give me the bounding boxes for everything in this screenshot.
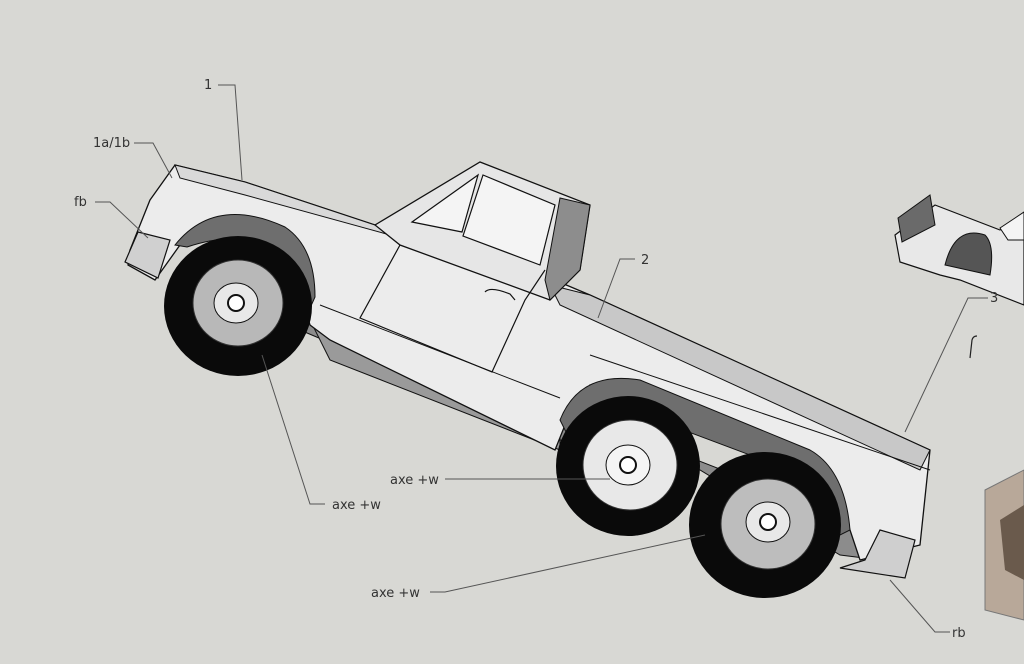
label-3: 3 <box>990 291 998 306</box>
label-1a-1b: 1a/1b <box>93 136 130 151</box>
rear-bumper <box>839 529 916 579</box>
cab-window-front <box>410 173 480 233</box>
front-bumper <box>124 231 171 279</box>
front-lug <box>227 294 245 312</box>
stray-stroke <box>969 335 978 359</box>
label-1: 1 <box>204 78 212 93</box>
bed-top-rail <box>549 284 931 471</box>
rear-lug <box>759 513 777 531</box>
label-axe-front: axe +w <box>332 498 381 513</box>
annotation-labels: 1 1a/1b fb 2 3 axe +w axe +w axe +w rb <box>74 78 998 641</box>
rear-wheel[interactable] <box>689 452 841 598</box>
reference-photo-detail <box>1000 505 1024 580</box>
middle-lug <box>619 456 637 474</box>
second-truck-arch <box>944 232 993 276</box>
truck-model[interactable] <box>124 161 931 598</box>
door-handle <box>484 288 516 301</box>
cab-rear-side <box>544 197 591 301</box>
annotation-leaders <box>95 84 988 633</box>
cab-window-side <box>462 174 556 266</box>
second-truck-window <box>999 211 1024 241</box>
second-truck-model[interactable] <box>894 194 1024 306</box>
front-wheel[interactable] <box>164 236 312 376</box>
second-truck-grille <box>897 194 936 243</box>
side-crease <box>589 354 931 471</box>
middle-wheel[interactable] <box>556 396 700 536</box>
label-2: 2 <box>641 253 649 268</box>
label-rb: rb <box>952 626 966 641</box>
label-fb: fb <box>74 195 87 210</box>
label-axe-rear: axe +w <box>371 586 420 601</box>
label-axe-middle: axe +w <box>390 473 439 488</box>
bed-body-line <box>319 304 561 399</box>
